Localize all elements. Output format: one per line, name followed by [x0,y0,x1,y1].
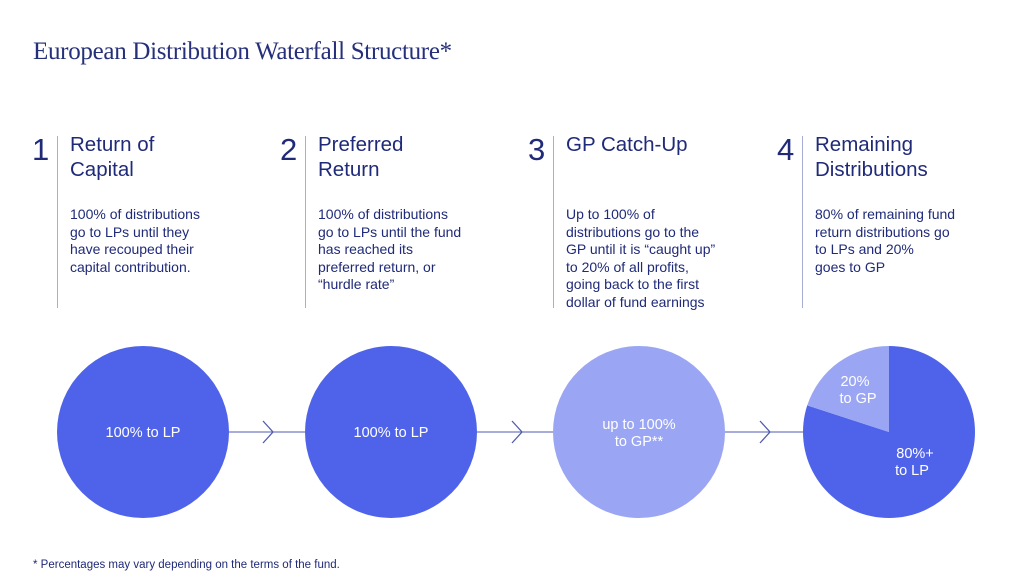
circle-label: to GP** [615,434,664,450]
step-divider [553,136,554,308]
pie-slice-label: 20% [840,374,869,390]
step-number: 4 [777,132,795,167]
step-gp-catch-up: 3 GP Catch-Up Up to 100% of distribution… [528,132,748,310]
step-remaining-distributions: 4 Remaining Distributions 80% of remaini… [777,132,997,310]
step-return-of-capital: 1 Return of Capital 100% of distribution… [32,132,252,310]
step-heading: GP Catch-Up [566,133,688,156]
pie-slice-gp [807,346,889,432]
step-heading: Preferred Return [318,133,404,181]
step-heading: Remaining Distributions [815,133,928,181]
pie-slice-label: to LP [895,463,929,479]
distribution-flow-diagram: 100% to LP 100% to LP up to 100% to GP**… [57,345,976,518]
step-number: 3 [528,132,546,167]
circle-label: 100% to LP [354,425,429,441]
step-description: 80% of remaining fund return distributio… [815,206,956,275]
step-preferred-return: 2 Preferred Return 100% of distributions… [280,132,500,310]
pie-slice-label: 80%+ [896,446,934,462]
footnotes: * Percentages may vary depending on the … [33,558,340,573]
step-number: 1 [32,132,50,167]
connector-1 [229,420,305,444]
connector-3 [725,420,803,444]
chevron-right-icon [759,420,771,444]
pie-slice-label: to GP [839,391,876,407]
step-divider [305,136,306,308]
page-title: European Distribution Waterfall Structur… [33,38,452,65]
chevron-right-icon [511,420,523,444]
step-description: 100% of distributions go to LPs until th… [70,206,200,275]
step-divider [57,136,58,308]
step-number: 2 [280,132,298,167]
step-description: 100% of distributions go to LPs until th… [318,206,462,293]
step-divider [802,136,803,308]
chevron-right-icon [262,420,274,444]
step-description: Up to 100% of distributions go to the GP… [566,206,716,310]
circle-step-2 [305,346,477,518]
circle-label: 100% to LP [106,425,181,441]
circle-label: up to 100% [602,417,675,433]
footnote: * Percentages may vary depending on the … [33,559,340,571]
step-heading: Return of Capital [70,133,155,181]
circle-step-3 [553,346,725,518]
circle-step-1 [57,346,229,518]
connector-2 [477,420,553,444]
